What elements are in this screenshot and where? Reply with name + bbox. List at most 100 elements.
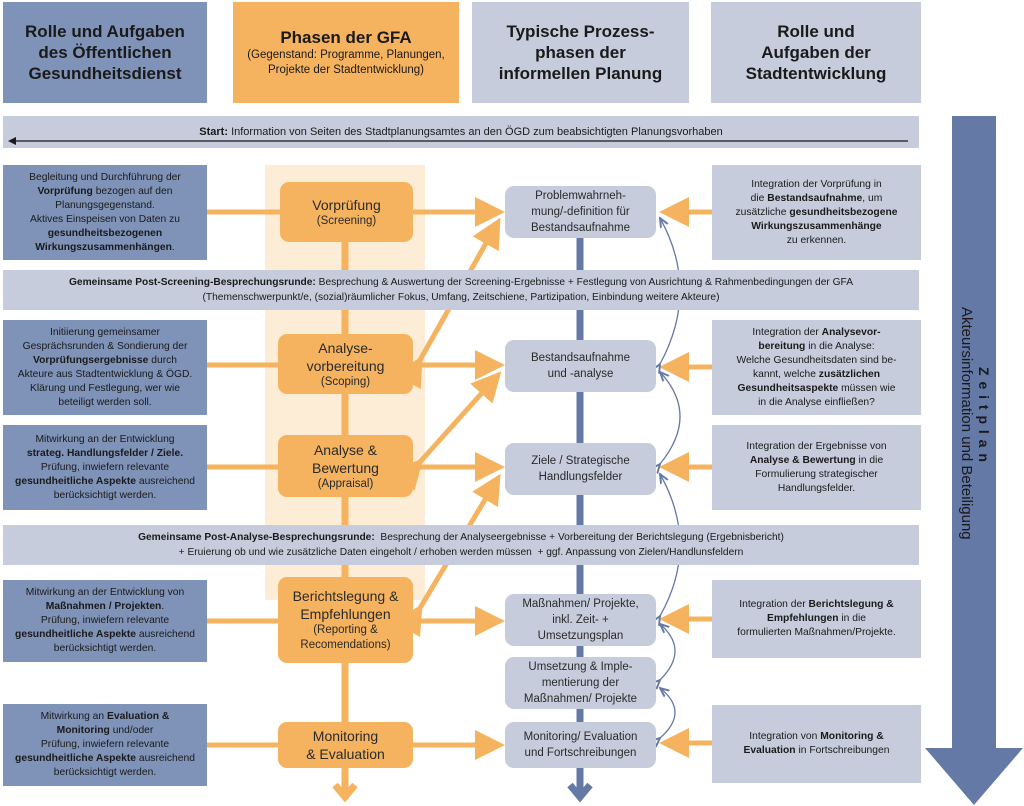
- emphasis-text: Berichtslegung & Empfehlungen: [767, 599, 894, 624]
- header-gfa-subtitle: (Gegenstand: Programme, Planungen, Proje…: [247, 49, 445, 76]
- process-step-massnahmen: Maßnahmen/ Projekte, inkl. Zeit- + Umset…: [505, 594, 656, 646]
- role-text: Integration der Vorprüfung in die Bestan…: [736, 178, 898, 248]
- emphasis-text: gesundheitliche Aspekte: [15, 753, 136, 764]
- post-analyse-label: Gemeinsame Post-Analyse-Besprechungsrund…: [138, 532, 375, 543]
- emphasis-text: Monitoring & Evaluation: [743, 731, 884, 756]
- process-step-label: Problemwahrneh- mung/-definition für Bes…: [530, 190, 631, 234]
- process-step-label: Bestandsaufnahme und -analyse: [530, 352, 631, 380]
- phase-box-screening: Vorprüfung (Screening): [280, 182, 413, 242]
- plain-text: Begleitung und Durchführung der: [29, 171, 181, 183]
- post-analyse-line1: Besprechung der Analyseergebnisse + Vorb…: [374, 532, 784, 543]
- emphasis-text: gesundheitliche Aspekte: [15, 629, 136, 640]
- role-text: Mitwirkung an der Entwicklung strateg. H…: [15, 433, 195, 503]
- phase-box-scoping: Analyse- vorbereitung (Scoping): [278, 334, 413, 394]
- start-label: Start:: [199, 125, 229, 138]
- plain-text: Prüfung, inwiefern relevante: [40, 461, 170, 473]
- emphasis-text: Vorprüfungsergebnisse: [32, 354, 149, 366]
- plain-text: und/oder Prüfung, inwiefern relevante: [40, 725, 170, 750]
- phase-title: Analyse- vorbereitung: [306, 339, 385, 374]
- oegd-role-box: Mitwirkung an Evaluation & Monitoring un…: [3, 704, 207, 786]
- timeline-subtitle: Akteursinformation und Beteiligung: [958, 307, 975, 540]
- header-oegd: Rolle und Aufgaben des Öffentlichen Gesu…: [3, 2, 207, 103]
- process-step-label: Umsetzung & Imple- mentierung der Maßnah…: [523, 661, 638, 705]
- process-step-bestandsaufnahme: Bestandsaufnahme und -analyse: [505, 340, 656, 392]
- role-text: Integration der Analysevor- bereitung in…: [736, 326, 896, 410]
- emphasis-text: Maßnahmen / Projekten: [45, 601, 162, 612]
- phase-subtitle: (Scoping): [320, 375, 371, 388]
- start-band-text: Start: Information von Seiten des Stadtp…: [199, 125, 722, 140]
- plain-text: . Prüfung, inwiefern relevante: [40, 601, 170, 626]
- role-text: Mitwirkung an Evaluation & Monitoring un…: [15, 710, 195, 780]
- oegd-role-box: Mitwirkung an der Entwicklung strateg. H…: [3, 425, 207, 510]
- plain-text: in Fortschreibungen: [795, 745, 890, 756]
- phase-title: Monitoring & Evaluation: [306, 728, 385, 762]
- post-screening-band: Gemeinsame Post-Screening-Besprechungsru…: [3, 270, 919, 310]
- process-step-umsetzung: Umsetzung & Imple- mentierung der Maßnah…: [505, 657, 656, 709]
- plain-text: Initiierung gemeinsamer Gesprächsrunden …: [22, 326, 188, 352]
- plain-text: ausreichend berücksichtigt werden.: [53, 753, 195, 778]
- stadt-role-box: Integration der Vorprüfung in die Bestan…: [712, 165, 921, 260]
- post-screening-line1: Besprechung & Auswertung der Screening-E…: [315, 277, 853, 288]
- emphasis-text: gesundheitliche Aspekte: [15, 475, 136, 487]
- process-step-monitoring: Monitoring/ Evaluation und Fortschreibun…: [505, 722, 656, 768]
- process-step-label: Ziele / Strategische Handlungsfelder: [531, 455, 630, 483]
- oegd-role-box: Begleitung und Durchführung der Vorprüfu…: [3, 165, 207, 260]
- header-stadtentwicklung: Rolle und Aufgaben der Stadtentwicklung: [711, 2, 921, 103]
- phase-spine-arrowhead: [332, 782, 358, 803]
- role-text: Initiierung gemeinsamer Gesprächsrunden …: [18, 326, 193, 410]
- plain-text: , um zusätzliche: [735, 192, 883, 218]
- start-text: Information von Seiten des Stadtplanungs…: [228, 125, 723, 138]
- role-text: Mitwirkung an der Entwicklung von Maßnah…: [15, 586, 195, 656]
- oegd-role-box: Mitwirkung an der Entwicklung von Maßnah…: [3, 580, 207, 662]
- phase-subtitle: (Appraisal): [317, 477, 374, 490]
- plain-text: in die formulierten Maßnahmen/Projekte.: [737, 613, 896, 638]
- emphasis-text: strateg. Handlungsfelder / Ziele.: [26, 447, 184, 459]
- post-analyse-line2: + Eruierung ob und wie zusätzliche Daten…: [178, 547, 744, 558]
- post-analyse-band: Gemeinsame Post-Analyse-Besprechungsrund…: [3, 525, 919, 565]
- phase-box-reporting: Berichtslegung & Empfehlungen (Reporting…: [278, 577, 413, 663]
- plain-text: Mitwirkung an der Entwicklung von: [25, 587, 185, 598]
- timeline-title: Z e i t p l a n: [976, 367, 992, 463]
- process-step-label: Monitoring/ Evaluation und Fortschreibun…: [523, 731, 638, 759]
- process-step-ziele: Ziele / Strategische Handlungsfelder: [505, 443, 656, 495]
- process-step-label: Maßnahmen/ Projekte, inkl. Zeit- + Umset…: [522, 598, 639, 642]
- header-gfa-title: Phasen der GFA: [280, 28, 412, 47]
- phase-box-monitoring: Monitoring & Evaluation: [278, 722, 413, 768]
- timeline-arrow: [925, 116, 1023, 805]
- plain-text: zu erkennen.: [786, 234, 847, 246]
- plain-text: Integration der Ergebnisse von: [746, 440, 887, 452]
- phase-title: Analyse & Bewertung: [312, 441, 379, 476]
- plain-text: Integration der: [752, 326, 822, 338]
- header-gfa-phases: Phasen der GFA (Gegenstand: Programme, P…: [233, 2, 459, 103]
- start-arrow: [8, 137, 908, 145]
- plain-text: durch Akteure aus Stadtentwicklung & ÖGD…: [17, 354, 193, 408]
- role-text: Integration der Ergebnisse von Analyse &…: [746, 440, 886, 496]
- emphasis-text: Bestandsaufnahme: [767, 192, 863, 204]
- phase-subtitle: (Screening): [316, 214, 377, 227]
- header-process-phases: Typische Prozess-phasen der informellen …: [472, 2, 689, 103]
- plain-text: ausreichend berücksichtigt werden.: [53, 475, 195, 501]
- emphasis-text: zusätzlichen Gesundheitsaspekte: [737, 368, 881, 394]
- post-screening-label: Gemeinsame Post-Screening-Besprechungsru…: [69, 277, 316, 288]
- phase-title: Berichtslegung & Empfehlungen: [292, 588, 399, 622]
- phase-title: Vorprüfung: [312, 196, 381, 213]
- stadt-role-box: Integration der Berichtslegung & Empfehl…: [712, 580, 921, 658]
- phase-subtitle: (Reporting & Recomendations): [300, 624, 391, 651]
- plain-text: müssen wie in die Analyse einfließen?: [758, 382, 896, 408]
- plain-text: in die Formulierung strategischer Handlu…: [755, 454, 884, 494]
- plain-text: Integration der: [739, 599, 809, 610]
- process-spine-arrowhead: [567, 782, 593, 803]
- plain-text: Mitwirkung an der Entwicklung: [35, 433, 175, 445]
- emphasis-text: Evaluation & Monitoring: [56, 711, 170, 736]
- plain-text: in die Analyse: Welche Gesundheitsdaten …: [736, 340, 897, 380]
- stadt-role-box: Integration der Ergebnisse von Analyse &…: [712, 425, 921, 510]
- emphasis-text: Analysevor- bereitung: [758, 326, 881, 352]
- stadt-role-box: Integration von Monitoring & Evaluation …: [712, 705, 921, 783]
- plain-text: Integration von: [749, 731, 821, 742]
- role-text: Begleitung und Durchführung der Vorprüfu…: [29, 171, 181, 255]
- process-step-problem: Problemwahrneh- mung/-definition für Bes…: [505, 186, 656, 238]
- oegd-role-box: Initiierung gemeinsamer Gesprächsrunden …: [3, 320, 207, 415]
- plain-text: ausreichend berücksichtigt werden.: [53, 629, 195, 654]
- start-band: Start: Information von Seiten des Stadtp…: [3, 116, 919, 148]
- post-screening-line2: (Themenschwerpunkt/e, (sozial)räumlicher…: [202, 292, 720, 303]
